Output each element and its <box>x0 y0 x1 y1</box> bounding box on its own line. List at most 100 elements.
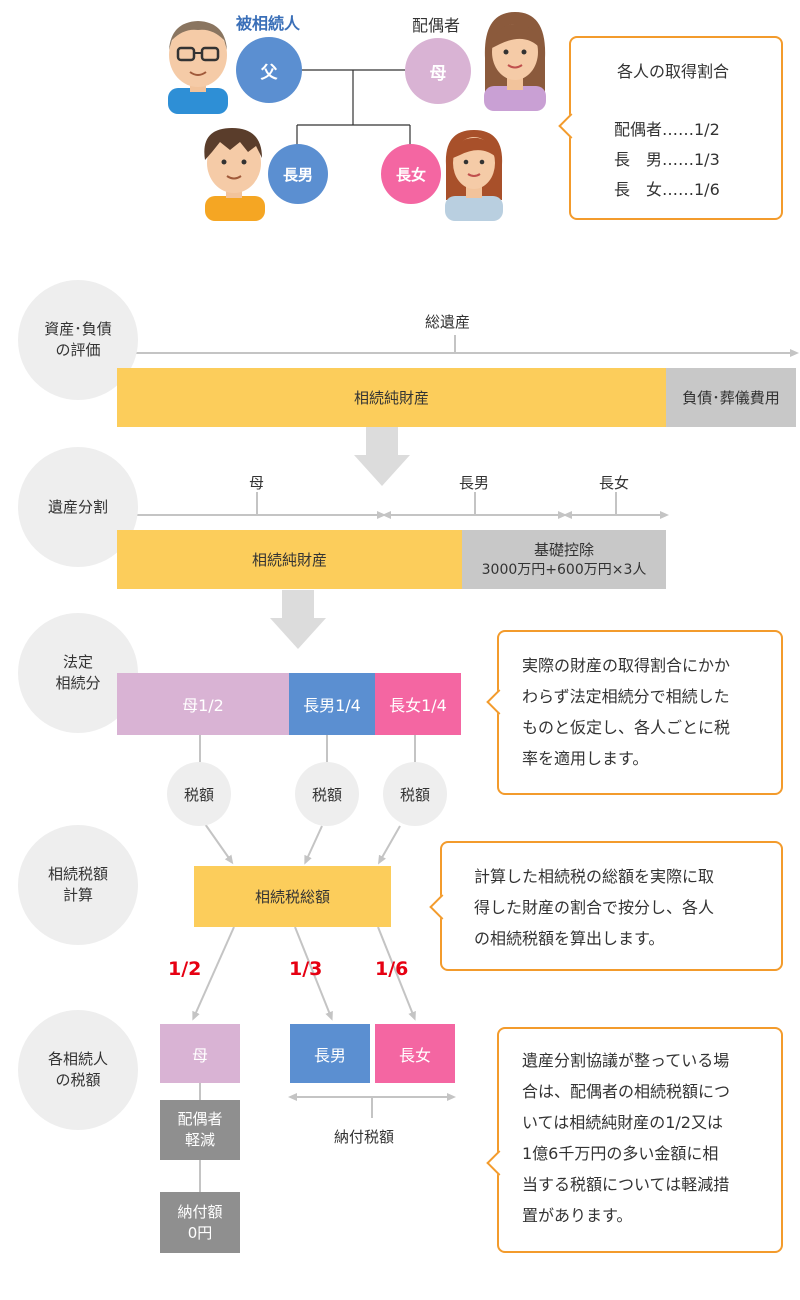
heir-son-label: 長男 <box>313 1045 346 1065</box>
heir-mother-box: 母 <box>160 1024 240 1083</box>
step-each-tax-circle: 各相続人の税額 <box>18 1010 138 1130</box>
son-label: 長男 <box>282 165 313 184</box>
tax-calc-note-line: 得した財産の割合で按分し、各人 <box>474 898 715 917</box>
mother-avatar-icon <box>484 12 546 111</box>
mother-circle: 母 <box>405 38 471 104</box>
step-tax-calc-line1: 相続税額 <box>47 865 108 883</box>
spouse-relief-box: 配偶者 軽減 <box>160 1100 240 1160</box>
share-mother-bar: 母1/2 <box>117 673 289 735</box>
father-label: 父 <box>260 62 278 83</box>
payment-amount-box: 納付額 0円 <box>160 1192 240 1253</box>
statutory-note-line: 率を適用します。 <box>522 749 649 768</box>
tax-calc-note-text: 計算した相続税の総額を実際に取 得した財産の割合で按分し、各人 の相続税額を算出… <box>474 861 714 954</box>
share-son-label: 長男1/4 <box>303 696 361 715</box>
mother-label: 母 <box>429 63 447 84</box>
payment-amount-line2: 0円 <box>187 1223 213 1242</box>
step-valuation-line1: 資産･負債 <box>44 320 112 338</box>
total-estate-arrow <box>116 335 799 357</box>
tax-to-total-arrows <box>204 823 401 865</box>
tax-circle-daughter: 税額 <box>383 762 447 826</box>
division-arrows <box>116 492 669 519</box>
statutory-note-line: 実際の財産の取得割合にかか <box>522 656 731 675</box>
son-avatar-icon <box>204 128 265 221</box>
tax-calc-note-line: の相続税額を算出します。 <box>474 929 665 948</box>
spouse-role-label: 配偶者 <box>412 16 461 35</box>
basic-deduction-title: 基礎控除 <box>533 540 594 559</box>
ratios-title: 各人の取得割合 <box>617 62 730 81</box>
spouse-relief-note-line: いては相続純財産の1/2又は <box>522 1113 723 1132</box>
step-valuation-line2: の評価 <box>55 341 101 359</box>
spouse-relief-note-line: 1億6千万円の多い金額に相 <box>522 1144 719 1163</box>
spouse-relief-note-line: 遺産分割協議が整っている場 <box>522 1051 730 1070</box>
share-mother-label: 母1/2 <box>182 696 224 715</box>
share-daughter-label: 長女1/4 <box>389 696 447 715</box>
ratios-callout <box>558 36 783 220</box>
ratio-spouse: 配偶者……1/2 <box>614 120 720 139</box>
ratio-son: 長 男……1/3 <box>614 150 720 169</box>
heir-daughter-label: 長女 <box>398 1045 431 1065</box>
total-estate-label: 総遺産 <box>425 313 471 331</box>
payable-tax-label: 納付税額 <box>334 1128 395 1146</box>
net-estate-label-2: 相続純財産 <box>251 551 327 569</box>
total-to-heir-arrows <box>192 926 416 1021</box>
spouse-relief-note-text: 遺産分割協議が整っている場 合は、配偶者の相続税額につ いては相続純財産の1/2… <box>522 1045 730 1231</box>
spouse-relief-note-line: 当する税額については軽減措 <box>522 1175 730 1194</box>
total-tax-box: 相続税総額 <box>194 866 391 927</box>
payable-tax-arrow <box>288 1093 456 1118</box>
tax-circle-daughter-label: 税額 <box>399 785 430 804</box>
share-son-bar: 長男1/4 <box>289 673 375 735</box>
deceased-role-label: 被相続人 <box>236 14 301 33</box>
step-each-tax-line2: の税額 <box>55 1071 101 1089</box>
fraction-mother: 1/2 <box>168 958 202 980</box>
father-avatar-icon <box>168 21 228 114</box>
step-each-tax-line1: 各相続人 <box>47 1050 108 1068</box>
debts-label: 負債･葬儀費用 <box>682 389 780 407</box>
tax-calc-note-callout <box>429 841 783 971</box>
heir-daughter-box: 長女 <box>375 1024 455 1083</box>
tax-circle-son: 税額 <box>295 762 359 826</box>
statutory-note-callout <box>486 630 783 795</box>
debts-bar: 負債･葬儀費用 <box>666 368 796 427</box>
tax-circle-mother-label: 税額 <box>183 785 214 804</box>
daughter-circle: 長女 <box>381 144 441 204</box>
net-estate-bar-1: 相続純財産 <box>117 368 666 427</box>
step-statutory-line1: 法定 <box>62 653 93 671</box>
fraction-son: 1/3 <box>289 958 323 980</box>
ratio-daughter: 長 女……1/6 <box>614 180 720 199</box>
tax-calc-note-line: 計算した相続税の総額を実際に取 <box>474 867 715 886</box>
tax-circle-mother: 税額 <box>167 762 231 826</box>
fraction-daughter: 1/6 <box>375 958 409 980</box>
spouse-relief-line1: 配偶者 <box>177 1110 223 1128</box>
statutory-note-text: 実際の財産の取得割合にかか わらず法定相続分で相続した ものと仮定し、各人ごとに… <box>522 650 730 774</box>
family-tree-lines <box>296 69 411 145</box>
share-daughter-bar: 長女1/4 <box>375 673 461 735</box>
step-tax-calc-line2: 計算 <box>62 886 93 904</box>
heir-mother-label: 母 <box>191 1045 208 1065</box>
son-circle: 長男 <box>268 144 328 204</box>
father-circle: 父 <box>236 37 302 103</box>
step-tax-calc-circle: 相続税額計算 <box>18 825 138 945</box>
basic-deduction-bar: 基礎控除 3000万円+600万円×3人 <box>462 530 666 589</box>
payment-amount-line1: 納付額 <box>177 1202 223 1221</box>
net-estate-bar-2: 相続純財産 <box>117 530 462 589</box>
division-heir-daughter: 長女 <box>599 474 630 492</box>
net-estate-label-1: 相続純財産 <box>353 389 429 407</box>
tax-circle-son-label: 税額 <box>311 785 342 804</box>
spouse-relief-note-line: 置があります。 <box>522 1206 633 1225</box>
statutory-note-line: ものと仮定し、各人ごとに税 <box>522 718 731 737</box>
down-arrow-1 <box>354 427 410 486</box>
step-statutory-line2: 相続分 <box>55 674 101 692</box>
basic-deduction-formula: 3000万円+600万円×3人 <box>481 561 647 578</box>
daughter-label: 長女 <box>395 165 426 184</box>
statutory-note-line: わらず法定相続分で相続した <box>522 687 730 706</box>
division-heir-mother: 母 <box>249 474 265 492</box>
daughter-avatar-icon <box>445 130 503 221</box>
spouse-relief-line2: 軽減 <box>184 1131 215 1149</box>
division-heir-son: 長男 <box>459 474 490 492</box>
spouse-relief-note-line: 合は、配偶者の相続税額につ <box>522 1082 731 1101</box>
heir-son-box: 長男 <box>290 1024 370 1083</box>
step-division-label: 遺産分割 <box>47 497 108 516</box>
total-tax-label: 相続税総額 <box>254 888 330 906</box>
share-to-tax-lines <box>199 735 416 762</box>
